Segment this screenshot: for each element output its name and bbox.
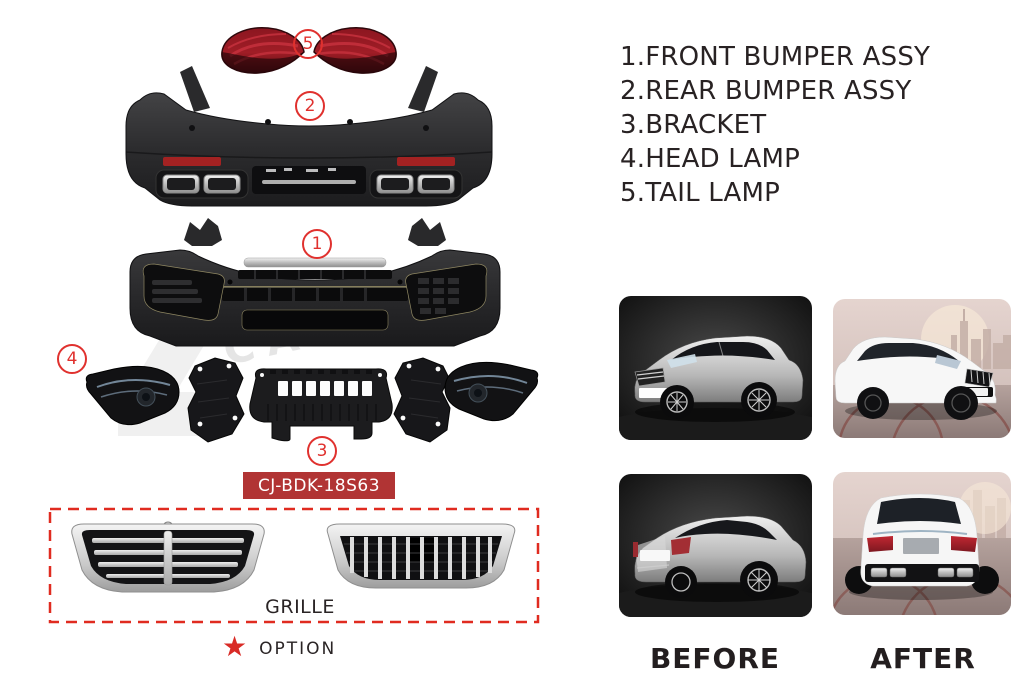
after-rear-photo: [833, 472, 1011, 615]
option-label: OPTION: [259, 638, 337, 659]
callout-head-lamp: 4: [57, 344, 87, 374]
option-row: ★ OPTION: [222, 633, 336, 661]
grille-label: GRILLE: [265, 596, 335, 618]
before-rear-photo: [619, 474, 812, 617]
callout-front-bumper: 1: [302, 229, 332, 259]
after-label: AFTER: [870, 642, 976, 675]
callout-rear-bumper: 2: [295, 91, 325, 121]
legend-item-4: 4.HEAD LAMP: [620, 144, 801, 174]
bracket-left-image: [187, 357, 245, 443]
head-lamp-right-image: [444, 361, 539, 422]
undertray-bracket-image: [249, 368, 393, 442]
legend-item-1: 1.FRONT BUMPER ASSY: [620, 42, 931, 72]
legend-item-3: 3.BRACKET: [620, 110, 767, 140]
dashed-border: [48, 507, 540, 624]
tail-lamp-pair-image: [221, 26, 398, 75]
head-lamp-left-image: [85, 365, 180, 426]
callout-bracket: 3: [307, 436, 337, 466]
after-front-photo: [833, 299, 1011, 438]
star-icon: ★: [222, 630, 248, 663]
before-front-photo: [619, 296, 812, 440]
parts-legend: 1.FRONT BUMPER ASSY 2.REAR BUMPER ASSY 3…: [620, 40, 930, 210]
before-label: BEFORE: [649, 642, 781, 675]
legend-item-5: 5.TAIL LAMP: [620, 178, 781, 208]
legend-item-2: 2.REAR BUMPER ASSY: [620, 76, 912, 106]
callout-tail-lamp: 5: [293, 29, 323, 59]
grille-option-box: [48, 507, 540, 624]
part-number-badge: CJ-BDK-18S63: [243, 472, 395, 499]
grille-sclass-image: [71, 521, 265, 593]
rear-bumper-image: [125, 66, 493, 207]
front-bumper-image: [129, 218, 501, 347]
grille-maybach-image: [326, 523, 516, 589]
